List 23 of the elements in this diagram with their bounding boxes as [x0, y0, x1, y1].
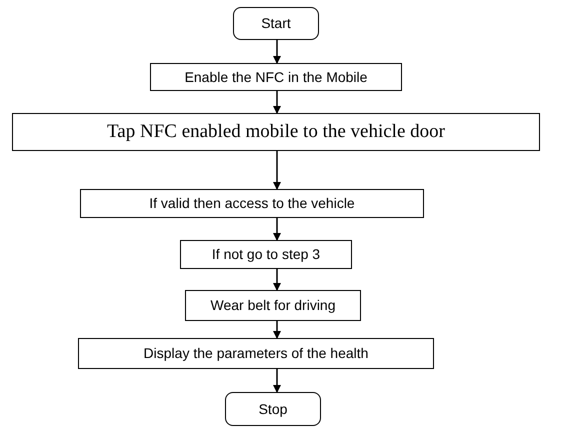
- step-text: Start: [261, 14, 291, 33]
- step-text: Tap NFC enabled mobile to the vehicle door: [107, 120, 445, 144]
- arrow: [273, 321, 281, 339]
- arrow: [273, 369, 281, 393]
- step-text: Enable the NFC in the Mobile: [184, 68, 368, 86]
- process-box: [180, 240, 352, 269]
- arrow: [273, 269, 281, 291]
- process-box: [185, 290, 361, 321]
- terminal-box: [225, 392, 321, 426]
- step-text: Display the parameters of the health: [144, 344, 368, 363]
- process-box: [78, 338, 434, 369]
- arrow: [273, 40, 281, 64]
- step-text: Stop: [258, 400, 288, 419]
- process-box: [150, 63, 402, 91]
- step-text: If valid then access to the vehicle: [149, 194, 355, 213]
- step-text: Wear belt for driving: [210, 296, 336, 315]
- process-box: [12, 113, 540, 151]
- process-box: [80, 189, 424, 218]
- step-text: If not go to step 3: [212, 245, 320, 264]
- arrow: [273, 91, 281, 114]
- arrow: [273, 218, 281, 241]
- terminal-box: [233, 7, 319, 40]
- arrow: [273, 151, 281, 190]
